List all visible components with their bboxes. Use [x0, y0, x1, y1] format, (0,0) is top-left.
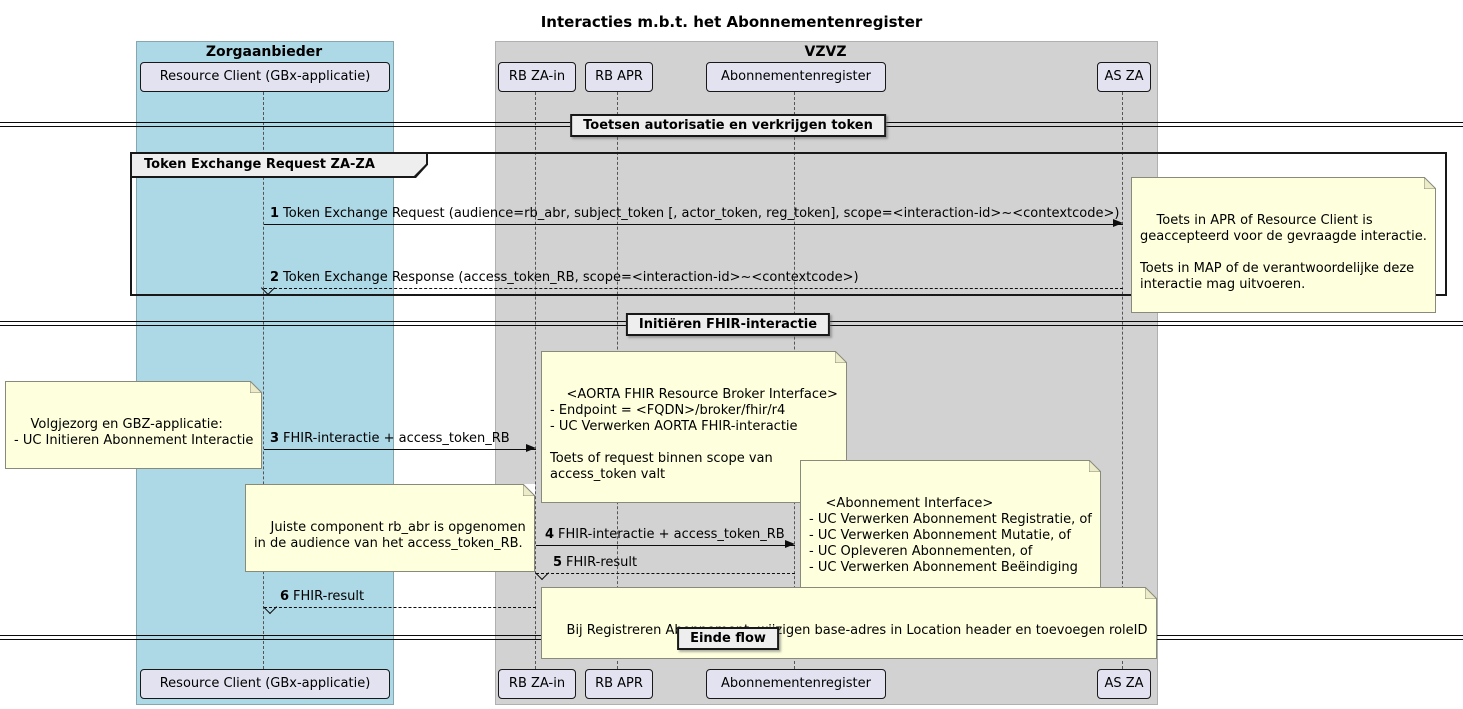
- box-zorgaanbieder-title: Zorgaanbieder: [205, 44, 323, 60]
- note-aorta-interface-text: <AORTA FHIR Resource Broker Interface> -…: [550, 387, 838, 482]
- note-fold-icon: [1088, 460, 1101, 472]
- message-4-arrowhead-icon: [785, 540, 795, 548]
- lifeline-resource-client: [263, 92, 264, 669]
- note-registreren: Bij Registreren Abonnement: wijzigen bas…: [541, 587, 1157, 659]
- message-3-text: FHIR-interactie + access_token_RB: [283, 431, 510, 446]
- participant-as-za-bottom: AS ZA: [1097, 669, 1151, 699]
- message-2-number: 2: [270, 270, 280, 285]
- note-fold-icon: [1144, 587, 1157, 599]
- message-5-line: [536, 573, 795, 574]
- participant-resource-client-top: Resource Client (GBx-applicatie): [140, 62, 390, 92]
- note-aorta-interface: <AORTA FHIR Resource Broker Interface> -…: [541, 351, 847, 503]
- note-registreren-text: Bij Registreren Abonnement: wijzigen bas…: [566, 623, 1148, 638]
- note-fold-icon: [1423, 177, 1436, 189]
- note-apr-map-text: Toets in APR of Resource Client is geacc…: [1140, 213, 1427, 292]
- message-3-arrowhead-icon: [526, 444, 536, 452]
- message-5-text: FHIR-result: [566, 555, 638, 570]
- participant-rb-apr-top: RB APR: [585, 62, 653, 92]
- group-token-exchange-label: Token Exchange Request ZA-ZA: [132, 154, 426, 176]
- lifeline-as-za: [1122, 92, 1123, 669]
- message-2-line: [264, 288, 1123, 289]
- message-1-line: [264, 224, 1123, 225]
- note-fold-icon: [522, 484, 535, 496]
- message-4-text: FHIR-interactie + access_token_RB: [558, 527, 785, 542]
- participant-abonnementenregister-bottom: Abonnementenregister: [706, 669, 886, 699]
- group-token-exchange-frame: [130, 152, 1447, 296]
- note-juiste-component: Juiste component rb_abr is opgenomen in …: [245, 484, 535, 572]
- note-abonnement-interface: <Abonnement Interface> - UC Verwerken Ab…: [800, 460, 1101, 596]
- note-fold-icon: [250, 381, 263, 393]
- note-apr-map: Toets in APR of Resource Client is geacc…: [1131, 177, 1436, 313]
- note-fold-icon: [834, 351, 847, 363]
- message-6-number: 6: [280, 589, 290, 604]
- message-6-line: [264, 607, 536, 608]
- diagram-title: Interacties m.b.t. het Abonnementenregis…: [540, 13, 923, 31]
- message-4-line: [536, 545, 795, 546]
- message-2-text: Token Exchange Response (access_token_RB…: [283, 270, 859, 285]
- message-3-line: [264, 449, 536, 450]
- participant-rb-za-in-bottom: RB ZA-in: [498, 669, 576, 699]
- note-abonnement-interface-text: <Abonnement Interface> - UC Verwerken Ab…: [809, 496, 1092, 575]
- box-zorgaanbieder: [136, 41, 394, 705]
- divider-initieren-fhir: Initiëren FHIR-interactie: [625, 313, 831, 336]
- divider-toetsen-autorisatie: Toetsen autorisatie en verkrijgen token: [570, 114, 886, 137]
- divider-einde-flow: Einde flow: [677, 627, 779, 650]
- message-1-arrowhead-icon: [1113, 219, 1123, 227]
- participant-abonnementenregister-top: Abonnementenregister: [706, 62, 886, 92]
- message-6-text: FHIR-result: [293, 589, 365, 604]
- participant-resource-client-bottom: Resource Client (GBx-applicatie): [140, 669, 390, 699]
- participant-rb-za-in-top: RB ZA-in: [498, 62, 576, 92]
- note-volgjezorg-text: Volgjezorg en GBZ-applicatie: - UC Initi…: [14, 417, 254, 448]
- box-vzvz-title: VZVZ: [804, 44, 847, 60]
- participant-as-za-top: AS ZA: [1097, 62, 1151, 92]
- group-token-exchange-tab: Token Exchange Request ZA-ZA: [132, 154, 428, 178]
- message-1-text: Token Exchange Request (audience=rb_abr,…: [283, 206, 1120, 221]
- message-4-number: 4: [545, 527, 555, 542]
- note-volgjezorg: Volgjezorg en GBZ-applicatie: - UC Initi…: [5, 381, 263, 469]
- note-juiste-component-text: Juiste component rb_abr is opgenomen in …: [254, 520, 526, 551]
- lifeline-rb-za-in: [535, 92, 536, 669]
- participant-rb-apr-bottom: RB APR: [585, 669, 653, 699]
- message-1-number: 1: [270, 206, 280, 221]
- message-3-number: 3: [270, 431, 280, 446]
- message-5-number: 5: [553, 555, 563, 570]
